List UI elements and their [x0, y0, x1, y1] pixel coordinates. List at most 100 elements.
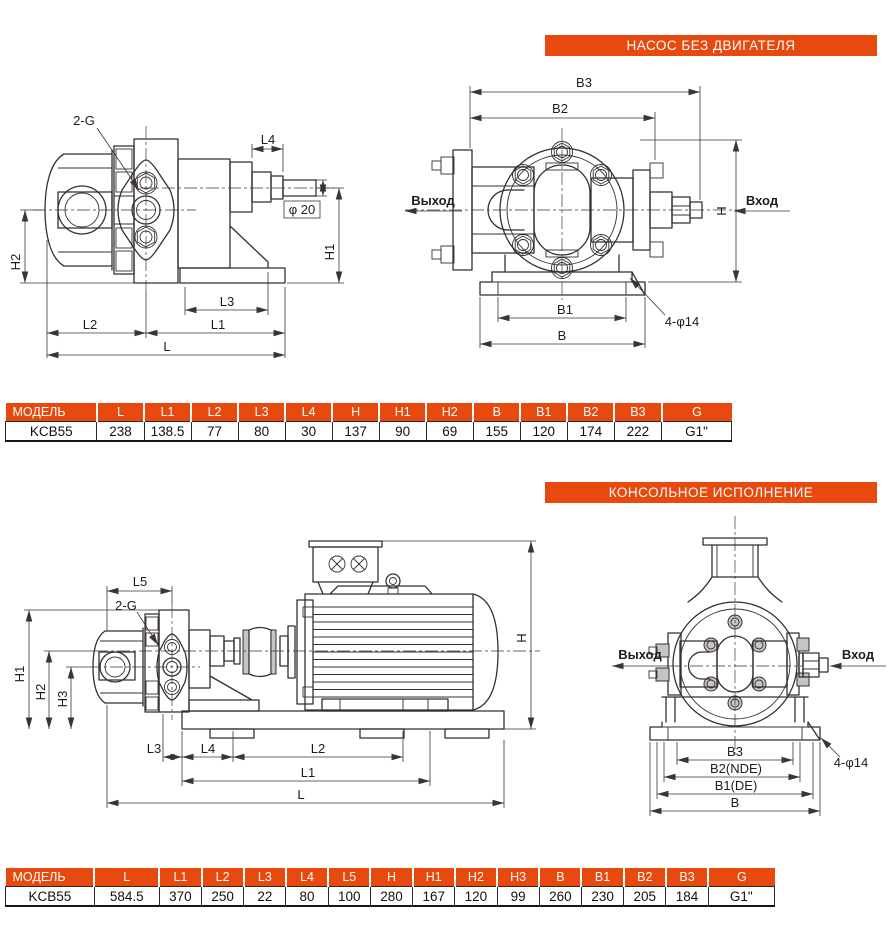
table-cell: 120 [454, 886, 498, 907]
table-cell: 230 [580, 886, 625, 907]
column-header: L2 [201, 868, 245, 887]
table-cell: 260 [538, 886, 582, 907]
unit-pump [92, 609, 260, 713]
column-header: L3 [238, 403, 287, 422]
section-title-pump-without-motor: НАСОС БЕЗ ДВИГАТЕЛЯ [545, 35, 877, 56]
dim-label-b2: B2(NDE) [710, 761, 762, 776]
table-cell: 69 [425, 421, 474, 442]
inlet-label: Вход [842, 647, 875, 662]
column-header: L [94, 868, 161, 887]
dim-label-b2: B2 [552, 101, 568, 116]
dim-label-l4: L4 [261, 132, 275, 147]
table-cell: 238 [96, 421, 145, 442]
dim-label-h1: H1 [12, 666, 27, 683]
column-header: L4 [285, 403, 334, 422]
table-cell: 80 [285, 886, 329, 907]
dim-label-l3: L3 [147, 741, 161, 756]
table-cell: 155 [472, 421, 521, 442]
column-header: МОДЕЛЬ [5, 403, 98, 422]
table-cell: 167 [412, 886, 456, 907]
column-header: L2 [191, 403, 240, 422]
table-cell: 137 [331, 421, 380, 442]
drawing-pump-side-view: 2-G L4 φ 20 H1 H2 L3 L2 L1 L [8, 113, 344, 359]
column-header: МОДЕЛЬ [5, 868, 96, 887]
dim-label-h: H [714, 206, 729, 215]
dim-label-b: B [731, 795, 740, 810]
table-cell: 22 [243, 886, 287, 907]
column-header: B2 [567, 403, 616, 422]
dim-label-h2: H2 [33, 684, 48, 701]
table-cell: KCB55 [4, 421, 98, 442]
table-cell: 370 [158, 886, 203, 907]
dim-label-port-size: 2-G [73, 113, 95, 128]
column-header: B3 [614, 403, 663, 422]
column-header: H1 [379, 403, 428, 422]
dimensions-pump-side: 2-G L4 φ 20 H1 H2 L3 L2 L1 L [8, 113, 344, 359]
table-cell: 222 [613, 421, 663, 442]
column-header: G [708, 868, 775, 887]
dim-label-l5: L5 [133, 574, 147, 589]
table-cell: 90 [378, 421, 427, 442]
table-cell: 77 [190, 421, 239, 442]
column-header: H1 [412, 868, 456, 887]
dim-label-b1: B1(DE) [715, 778, 758, 793]
table-cell: 80 [237, 421, 286, 442]
dim-label-b1: B1 [557, 302, 573, 317]
table-cell: G1" [661, 421, 732, 442]
inlet-label: Вход [746, 193, 779, 208]
column-header: H2 [426, 403, 475, 422]
outlet-label: Выход [618, 647, 662, 662]
table-cell: 100 [327, 886, 371, 907]
dim-label-l: L [297, 787, 304, 802]
table-cell: G1" [707, 886, 776, 907]
pump-body [33, 126, 334, 292]
outlet-label: Выход [411, 193, 455, 208]
baseplate [181, 710, 505, 739]
drawing-pump-front-view: B3 B2 Выход Вход H B1 B 4-φ14 [405, 75, 790, 348]
table-cell: 99 [496, 886, 540, 907]
dim-label-mounting-holes: 4-φ14 [665, 314, 699, 329]
dim-label-b: B [558, 328, 567, 343]
dim-label-port-size: 2-G [115, 598, 137, 613]
drawing-unit-side-view: L5 2-G H1 H2 H3 H L3 L4 L2 L1 L [12, 540, 540, 808]
dim-label-b3: B3 [576, 75, 592, 90]
dim-label-h3: H3 [55, 691, 70, 708]
column-header: L1 [144, 403, 193, 422]
dim-label-l4: L4 [201, 741, 215, 756]
dimensions-unit-side: L5 2-G H1 H2 H3 H L3 L4 L2 L1 L [12, 540, 536, 808]
dim-label-l2: L2 [83, 317, 97, 332]
column-header: B [539, 868, 583, 887]
dim-label-mounting-holes: 4-φ14 [834, 755, 868, 770]
column-header: B1 [520, 403, 569, 422]
dim-label-h1: H1 [322, 244, 337, 261]
dim-label-l2: L2 [311, 741, 325, 756]
table-cell: 205 [623, 886, 667, 907]
column-header: H [370, 868, 414, 887]
dimensions-unit-front: Выход Вход B3 B2(NDE) B1(DE) B 4-φ14 [612, 647, 886, 816]
dimensions-pump-front: B3 B2 Выход Вход H B1 B 4-φ14 [405, 75, 790, 348]
table-cell: 584.5 [93, 886, 160, 907]
motor [296, 540, 499, 712]
dim-label-l3: L3 [220, 294, 234, 309]
column-header: L4 [285, 868, 330, 887]
dim-label-b3: B3 [727, 744, 743, 759]
unit-front-body [648, 516, 829, 758]
column-header: B2 [623, 868, 667, 887]
column-header: L1 [159, 868, 203, 887]
dim-label-l1: L1 [301, 765, 315, 780]
column-header: L5 [328, 868, 372, 887]
table-cell: 138.5 [143, 421, 192, 442]
table-cell: KCB55 [5, 886, 95, 907]
column-header: H3 [497, 868, 541, 887]
table-cell: 30 [284, 421, 333, 442]
table-cell: 184 [665, 886, 709, 907]
column-header: B1 [581, 868, 625, 887]
dim-label-shaft-diameter: φ 20 [289, 202, 316, 217]
pump-front-body [405, 128, 740, 300]
